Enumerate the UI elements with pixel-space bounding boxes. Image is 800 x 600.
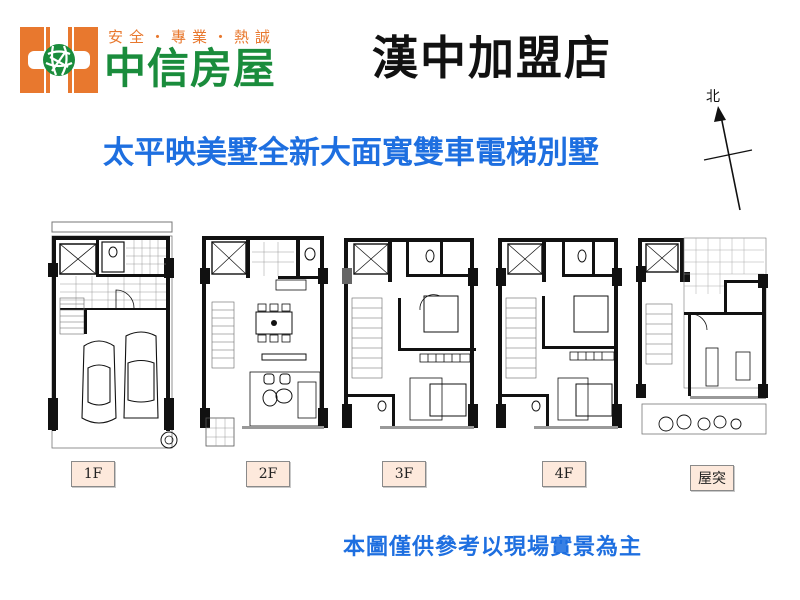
north-arrow-icon	[700, 100, 760, 215]
logo-slogan: 安全・專業・熱誠	[108, 28, 277, 46]
floor-label-2f: 2F	[246, 461, 290, 487]
floor-plan-3f	[340, 234, 480, 434]
floor-plan-1f	[36, 218, 186, 453]
floor-label-1f: 1F	[71, 461, 115, 487]
floor-label-4f: 4F	[542, 461, 586, 487]
logo-brand-name: 中信房屋	[104, 44, 277, 93]
floor-plan-rooftop	[634, 234, 774, 439]
branch-title: 漢中加盟店	[372, 31, 612, 85]
disclaimer-text: 本圖僅供參考以現場實景為主	[343, 535, 643, 560]
north-label: 北	[706, 89, 720, 105]
floor-label-3f: 3F	[382, 461, 426, 487]
listing-headline: 太平映美墅全新大面寬雙車電梯別墅	[103, 135, 599, 171]
company-logo-icon	[20, 27, 98, 93]
floor-plan-4f	[494, 234, 626, 434]
floor-plan-2f	[198, 232, 328, 452]
floor-label-rooftop: 屋突	[690, 465, 734, 491]
